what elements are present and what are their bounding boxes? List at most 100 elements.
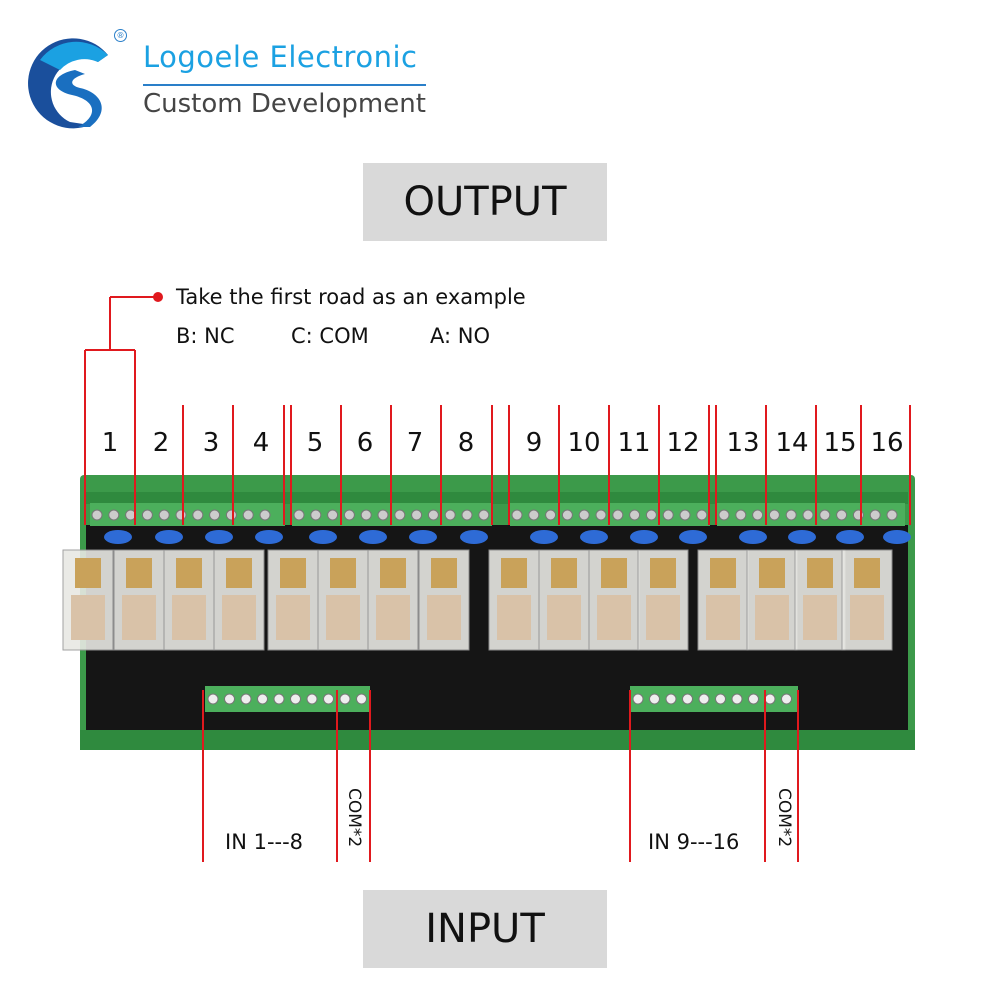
- terminal-b-nc: B: NC: [176, 324, 235, 348]
- terminal-screw: [478, 509, 490, 521]
- terminal-c-com: C: COM: [291, 324, 369, 348]
- relay-body: [427, 595, 461, 640]
- relay-coil: [226, 558, 252, 588]
- terminal-screw: [360, 509, 372, 521]
- relay-coil: [854, 558, 880, 588]
- terminal-screw: [511, 509, 523, 521]
- channel-number: 1: [101, 428, 119, 458]
- varistor: [409, 530, 437, 544]
- logo-divider: [143, 84, 426, 86]
- terminal-screw: [735, 509, 747, 521]
- terminal-screw: [91, 509, 103, 521]
- terminal-screw: [225, 509, 237, 521]
- terminal-screw: [158, 509, 170, 521]
- terminal-screw: [310, 509, 322, 521]
- varistor: [155, 530, 183, 544]
- terminal-screw: [785, 509, 797, 521]
- terminal-screw: [290, 693, 301, 705]
- terminal-screw: [141, 509, 153, 521]
- varistor: [580, 530, 608, 544]
- terminal-screw: [718, 509, 730, 521]
- varistor: [739, 530, 767, 544]
- relay-coil: [759, 558, 785, 588]
- channel-number: 5: [306, 428, 324, 458]
- relay-body: [376, 595, 410, 640]
- terminal-screw: [461, 509, 473, 521]
- terminal-screw: [731, 693, 743, 705]
- relay-body: [706, 595, 740, 640]
- company-tagline: Custom Development: [143, 89, 426, 119]
- terminal-screw: [207, 693, 219, 705]
- channel-number: 7: [406, 428, 424, 458]
- relay-body: [172, 595, 206, 640]
- terminal-screw: [394, 509, 406, 521]
- input-label: INPUT: [363, 890, 607, 968]
- relay-coil: [710, 558, 736, 588]
- relay-body: [122, 595, 156, 640]
- varistor: [205, 530, 233, 544]
- varistor: [630, 530, 658, 544]
- varistor: [883, 530, 911, 544]
- channel-number: 4: [252, 428, 270, 458]
- rail-bottom: [80, 730, 915, 750]
- terminal-screw: [632, 693, 644, 705]
- terminal-screw: [781, 693, 792, 705]
- relay-body: [547, 595, 581, 640]
- channel-number: 11: [617, 428, 651, 458]
- terminal-screw: [327, 509, 339, 521]
- varistor: [836, 530, 864, 544]
- output-terminal-block: [90, 503, 285, 526]
- terminal-a-no: A: NO: [430, 324, 490, 348]
- terminal-screw: [293, 509, 305, 521]
- varistor: [359, 530, 387, 544]
- terminal-screw: [224, 693, 235, 705]
- terminal-screw: [595, 509, 607, 521]
- relay-body: [850, 595, 884, 640]
- relay-body: [597, 595, 631, 640]
- terminal-screw: [240, 693, 252, 705]
- terminal-screw: [444, 509, 456, 521]
- channel-number: 12: [666, 428, 700, 458]
- relay-coil: [126, 558, 152, 588]
- terminal-screw: [764, 693, 776, 705]
- channel-number: 3: [202, 428, 220, 458]
- channel-number: 16: [870, 428, 904, 458]
- terminal-screw: [819, 509, 831, 521]
- registered-mark: ®: [114, 29, 127, 42]
- annotation-dot: [153, 292, 163, 302]
- terminal-screw: [886, 509, 898, 521]
- varistor: [530, 530, 558, 544]
- channel-number: 13: [726, 428, 760, 458]
- varistor: [255, 530, 283, 544]
- varistor: [679, 530, 707, 544]
- relay-coil: [280, 558, 306, 588]
- relay-coil: [551, 558, 577, 588]
- com-label-2: COM*2: [774, 788, 794, 848]
- terminal-screw: [377, 509, 389, 521]
- terminal-screw: [192, 509, 204, 521]
- terminal-screw: [545, 509, 557, 521]
- terminal-screw: [629, 509, 641, 521]
- terminal-screw: [427, 509, 439, 521]
- terminal-screw: [273, 693, 285, 705]
- terminal-screw: [411, 509, 423, 521]
- relay-coil: [380, 558, 406, 588]
- terminal-screw: [802, 509, 814, 521]
- terminal-screw: [752, 509, 764, 521]
- terminal-screw: [698, 693, 710, 705]
- relay-coil: [176, 558, 202, 588]
- terminal-screw: [696, 509, 708, 521]
- terminal-screw: [561, 509, 573, 521]
- terminal-screw: [257, 693, 268, 705]
- terminal-screw: [612, 509, 624, 521]
- relay-coil: [807, 558, 833, 588]
- relay-coil: [431, 558, 457, 588]
- relay-body: [803, 595, 837, 640]
- terminal-screw: [748, 693, 759, 705]
- relay-body: [276, 595, 310, 640]
- varistor: [104, 530, 132, 544]
- terminal-screw: [665, 693, 677, 705]
- company-name: Logoele Electronic: [143, 40, 418, 74]
- channel-number: 6: [356, 428, 374, 458]
